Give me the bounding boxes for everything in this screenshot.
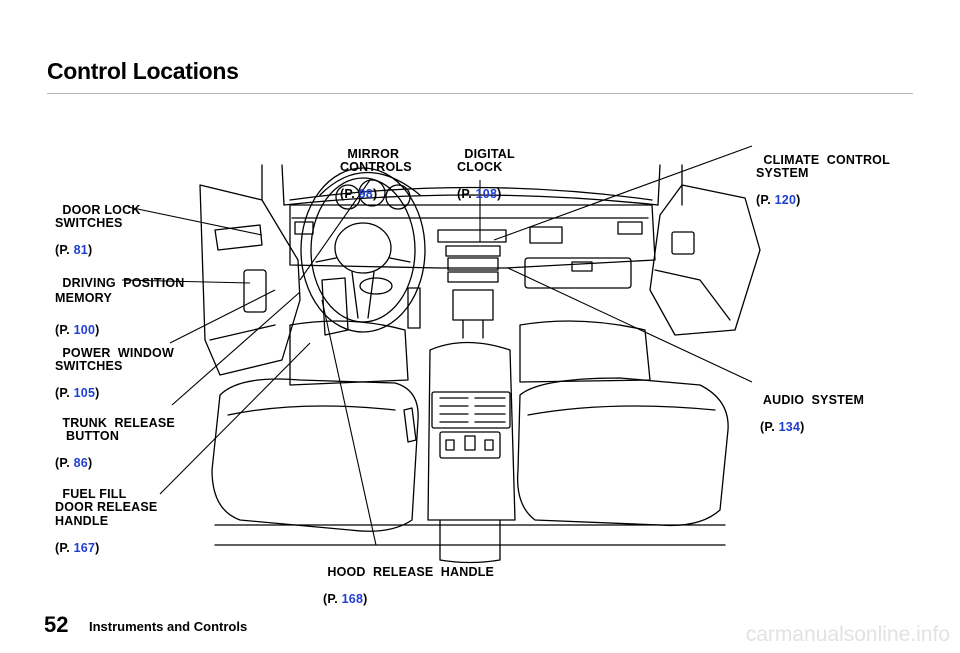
header-divider [47,93,913,94]
callout-text: FUEL FILL DOOR RELEASE HANDLE [55,486,158,528]
fuel-fill-callout: FUEL FILL DOOR RELEASE HANDLE (P. 167) [55,474,157,569]
page-title: Control Locations [47,58,239,84]
power-window-callout: POWER WINDOW SWITCHES (P. 105) [55,333,174,414]
page-number: 52 [44,612,69,637]
mirror-controls-callout: MIRROR CONTROLS (P. 98) [340,134,412,215]
callout-text: POWER WINDOW SWITCHES [55,345,174,373]
page-ref-link[interactable]: (P. 108) [457,187,502,201]
callout-text: HOOD RELEASE HANDLE [327,564,495,579]
section-name: Instruments and Controls [89,619,248,634]
callout-text: MIRROR CONTROLS [340,146,412,174]
page-ref-link[interactable]: (P. 105) [55,386,100,400]
page-ref-link[interactable]: (P. 167) [55,540,100,555]
callout-text: CLIMATE CONTROL SYSTEM [756,152,890,180]
trunk-release-callout: TRUNK RELEASE BUTTON (P. 86) [55,403,175,484]
page-ref-link[interactable]: (P. 98) [340,187,378,201]
callout-text: DRIVING POSITION MEMORY [55,276,185,305]
page-ref-link[interactable]: (P. 86) [55,456,93,470]
driving-position-callout: DRIVING POSITION MEMORY (P. 100) [55,261,185,353]
page-ref-link[interactable]: (P. 81) [55,243,93,257]
hood-release-callout: HOOD RELEASE HANDLE (P. 168) [320,552,494,620]
callout-text: AUDIO SYSTEM [762,392,865,407]
watermark: carmanualsonline.info [745,623,950,646]
callout-text: DOOR LOCK SWITCHES [55,202,141,230]
page-ref-link[interactable]: (P. 168) [323,591,368,606]
callout-text: TRUNK RELEASE BUTTON [62,415,175,443]
page-ref-link[interactable]: (P. 100) [55,323,100,337]
audio-system-callout: AUDIO SYSTEM (P. 134) [756,380,864,448]
page-ref-link[interactable]: (P. 134) [760,419,805,434]
door-lock-callout: DOOR LOCK SWITCHES (P. 81) [55,190,141,271]
digital-clock-callout: DIGITAL CLOCK (P. 108) [457,134,515,215]
callout-text: DIGITAL CLOCK [457,146,515,174]
climate-control-callout: CLIMATE CONTROL SYSTEM (P. 120) [756,140,890,221]
page-ref-link[interactable]: (P. 120) [756,193,801,207]
